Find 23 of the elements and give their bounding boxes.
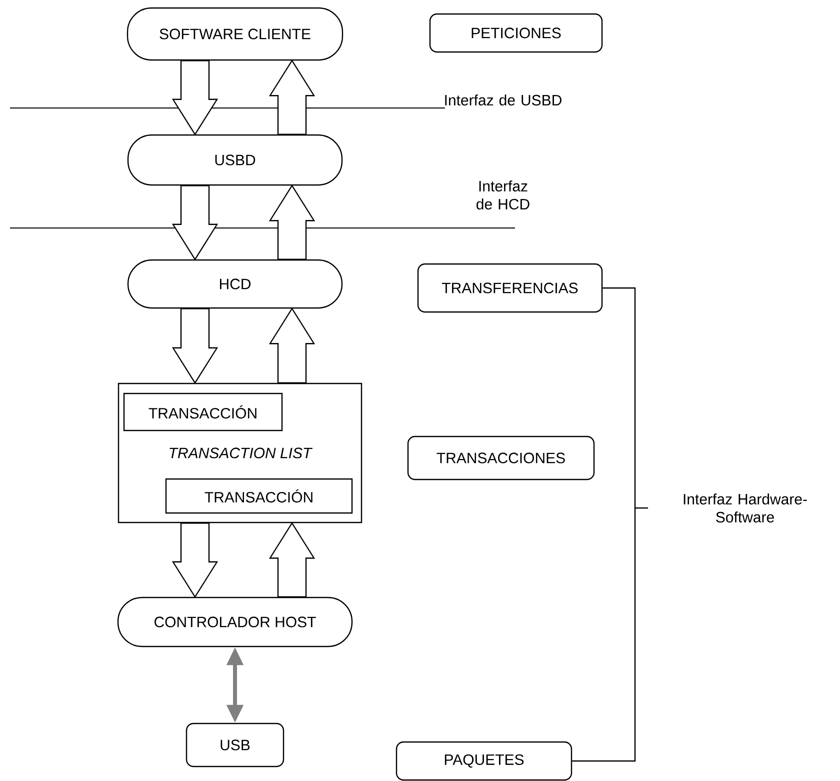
bracket-line — [572, 287, 636, 762]
rounded-box: PAQUETES — [396, 741, 572, 781]
block-arrow — [172, 60, 218, 136]
block-arrow — [172, 308, 218, 384]
rounded-box: PETICIONES — [429, 13, 603, 53]
block-arrow — [268, 59, 316, 135]
rounded-box: TRANSACCIONES — [407, 436, 595, 480]
box: TRANSACCIÓN — [165, 478, 353, 514]
box: TRANSACCIÓN — [123, 392, 283, 432]
block-arrow — [172, 522, 218, 598]
rounded-box: SOFTWARE CLIENTE — [126, 7, 344, 61]
block-arrow — [268, 522, 316, 598]
block-arrow — [268, 184, 316, 260]
block-arrow — [268, 307, 316, 384]
interface-label: Interfaz Hardware-Software — [684, 494, 807, 522]
rounded-box: TRANSFERENCIAS — [417, 263, 603, 313]
rounded-box: USB — [186, 722, 284, 768]
rounded-box: USBD — [127, 134, 343, 186]
interface-label: Interfaz de USBD — [445, 94, 562, 106]
block-arrow — [172, 185, 218, 261]
rounded-box: HCD — [127, 259, 343, 309]
interface-label: Interfaz de HCD — [476, 180, 530, 210]
rounded-box: CONTROLADOR HOST — [117, 596, 353, 648]
